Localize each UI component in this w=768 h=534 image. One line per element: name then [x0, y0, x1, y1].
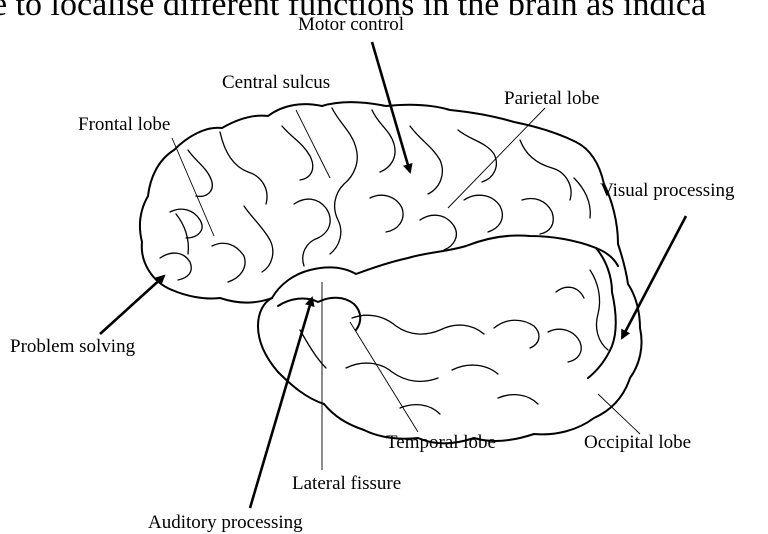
label-visual-processing: Visual processing	[600, 180, 735, 201]
label-central-sulcus: Central sulcus	[222, 72, 330, 93]
label-occipital-lobe: Occipital lobe	[584, 432, 691, 453]
leader-temporal-lobe	[350, 322, 418, 432]
label-problem-solving: Problem solving	[10, 336, 136, 357]
label-temporal-lobe: Temporal lobe	[386, 432, 496, 453]
leader-frontal-lobe	[172, 138, 214, 236]
label-lateral-fissure: Lateral fissure	[292, 473, 401, 494]
label-frontal-lobe: Frontal lobe	[78, 114, 170, 135]
brain-folds	[160, 108, 608, 414]
arrow-problem-solving	[100, 276, 164, 334]
label-auditory-processing: Auditory processing	[148, 512, 303, 533]
arrow-motor-control	[372, 42, 410, 172]
label-motor-control: Motor control	[298, 14, 404, 35]
arrow-visual-processing	[622, 216, 686, 338]
label-parietal-lobe: Parietal lobe	[504, 88, 600, 109]
leader-parietal-lobe	[448, 108, 545, 208]
brain-outline	[140, 102, 642, 443]
